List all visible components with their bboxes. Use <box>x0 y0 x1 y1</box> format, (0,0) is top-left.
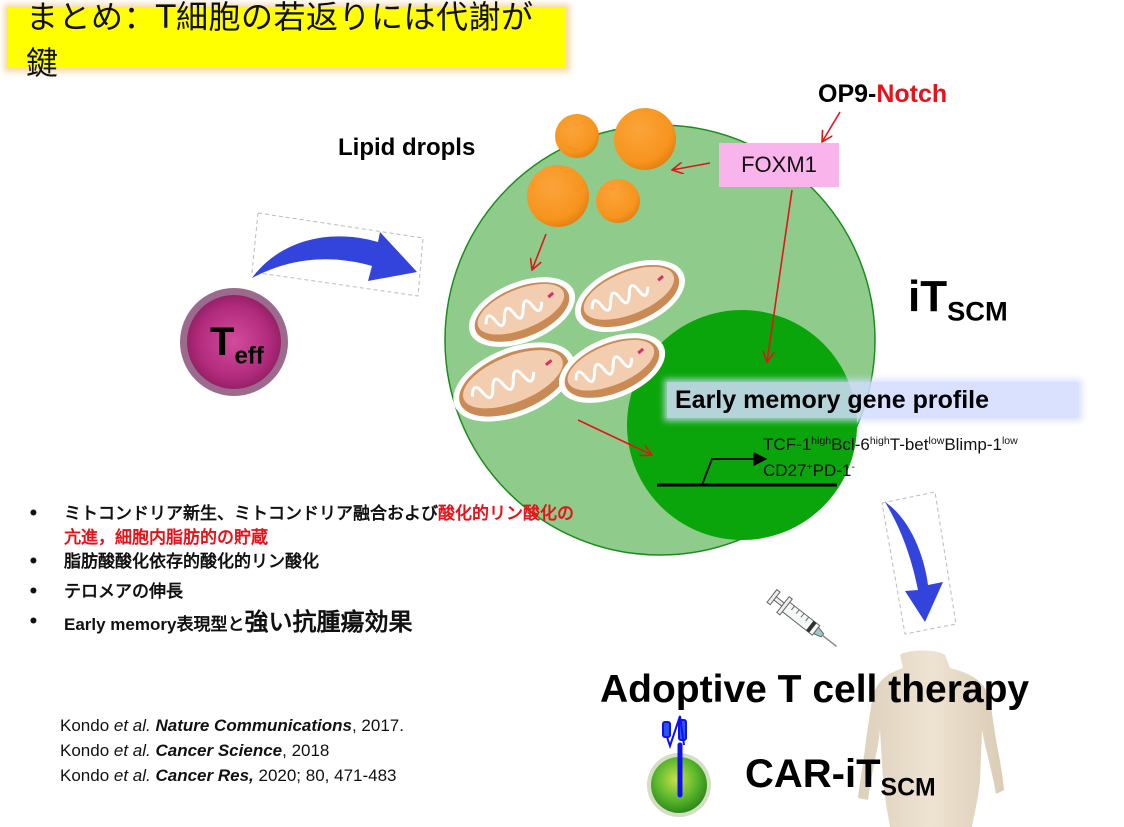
bullet-item: ミトコンドリア新生、ミトコンドリア融合および酸化的リン酸化の亢進，細胞内脂肪的の… <box>28 502 584 550</box>
itscm-label: iTSCM <box>908 272 1008 328</box>
bullet-text: 脂肪酸酸化依存的酸化的リン酸化 <box>64 552 319 572</box>
arrow-mito-to-gene <box>577 419 652 455</box>
reference-item: Kondo et al. Cancer Res, 2020; 80, 471-4… <box>60 763 404 788</box>
op9-prefix: OP9- <box>818 80 877 108</box>
marker-tbet: T-bet <box>889 434 929 454</box>
promoter-arrow-icon <box>657 452 837 487</box>
ref-author: Kondo <box>60 766 114 785</box>
ref-author: Kondo <box>60 741 114 760</box>
foxm1-box: FOXM1 <box>719 143 839 187</box>
bullet-text: 表現型と <box>176 615 245 635</box>
bullet-text-emphasis: 強い抗腫瘍効果 <box>244 608 413 636</box>
marker-pd1: PD-1 <box>812 460 852 480</box>
itscm-sub: SCM <box>947 295 1008 327</box>
ref-etal: et al. <box>113 766 151 785</box>
teff-sub: eff <box>234 342 264 370</box>
marker-sup: high <box>869 435 890 447</box>
marker-sup: high <box>811 435 832 447</box>
markers-line-2: CD27+PD-1- <box>763 456 1018 482</box>
curved-arrow-icon <box>251 212 424 297</box>
car-itscm-label: CAR-iTSCM <box>745 752 936 803</box>
bullet-text: テロメアの伸長 <box>64 582 183 602</box>
arrow-foxm1-to-lipid <box>672 163 711 170</box>
curved-arrow-down-icon <box>881 491 957 635</box>
marker-tcf1: TCF-1 <box>763 434 812 454</box>
nucleus <box>627 310 857 540</box>
marker-sup: low <box>1001 435 1018 447</box>
markers-line-1: TCF-1highBcl-6highT-betlowBlimp-1low <box>763 430 1018 456</box>
summary-bullets: ミトコンドリア新生、ミトコンドリア融合および酸化的リン酸化の亢進，細胞内脂肪的の… <box>28 502 584 637</box>
arrow-foxm1-to-nucleus <box>767 189 793 362</box>
mitochondria-icon <box>453 259 686 422</box>
ref-journal: Cancer Science <box>155 741 283 760</box>
lipid-droplets-label: Lipid dropls <box>338 134 476 161</box>
ref-author: Kondo <box>60 716 114 735</box>
marker-sup: low <box>928 435 945 447</box>
arrow-notch-to-foxm1 <box>822 111 841 142</box>
marker-cd27: CD27 <box>763 460 807 480</box>
ref-rest: 2020; 80, 471-483 <box>253 766 397 785</box>
car-main: CAR-iT <box>745 752 881 796</box>
teff-cell <box>180 288 288 396</box>
gene-markers: TCF-1highBcl-6highT-betlowBlimp-1low CD2… <box>763 430 1018 482</box>
bullet-text-highlight: 酸化的リン酸化の亢進，細胞内脂肪的の貯蔵 <box>64 504 574 548</box>
op9-notch-label: OP9-Notch <box>818 80 947 109</box>
ref-rest: , 2017. <box>351 716 404 735</box>
ref-journal: Cancer Res, <box>155 766 254 785</box>
reference-item: Kondo et al. Nature Communications, 2017… <box>60 713 404 738</box>
marker-blimp1: Blimp-1 <box>944 434 1002 454</box>
notch-text: Notch <box>876 80 948 108</box>
ref-etal: et al. <box>113 741 151 760</box>
marker-sup: + <box>806 460 813 473</box>
foxm1-label: FOXM1 <box>741 152 817 177</box>
marker-bcl6: Bcl-6 <box>831 434 870 454</box>
itscm-main: iT <box>908 272 948 321</box>
gene-profile-label: Early memory gene profile <box>667 382 1079 418</box>
human-body-icon <box>858 650 1004 827</box>
references: Kondo et al. Nature Communications, 2017… <box>60 713 404 788</box>
ref-journal: Nature Communications <box>155 716 352 735</box>
bullet-text: ミトコンドリア新生、ミトコンドリア融合および <box>64 504 438 524</box>
teff-main: T <box>210 320 235 364</box>
adoptive-therapy-label: Adoptive T cell therapy <box>600 668 1030 711</box>
lipid-droplet-icon <box>527 108 676 227</box>
gene-profile-text: Early memory gene profile <box>675 385 990 414</box>
syringe-icon <box>766 588 838 648</box>
marker-sup: - <box>851 460 855 473</box>
bullet-item: テロメアの伸長 <box>28 580 584 604</box>
car-sub: SCM <box>880 774 936 802</box>
ref-rest: , 2018 <box>282 741 330 760</box>
bullet-item: 脂肪酸酸化依存的酸化的リン酸化 <box>28 550 584 574</box>
car-receptor-icon <box>647 715 711 817</box>
ref-etal: et al. <box>113 716 151 735</box>
teff-label: Teff <box>210 320 264 370</box>
bullet-item: Early memory表現型と強い抗腫瘍効果 <box>28 610 584 637</box>
bullet-text-latin: Early memory <box>64 615 177 634</box>
reference-item: Kondo et al. Cancer Science, 2018 <box>60 738 404 763</box>
arrow-lipid-to-mito <box>532 233 547 270</box>
